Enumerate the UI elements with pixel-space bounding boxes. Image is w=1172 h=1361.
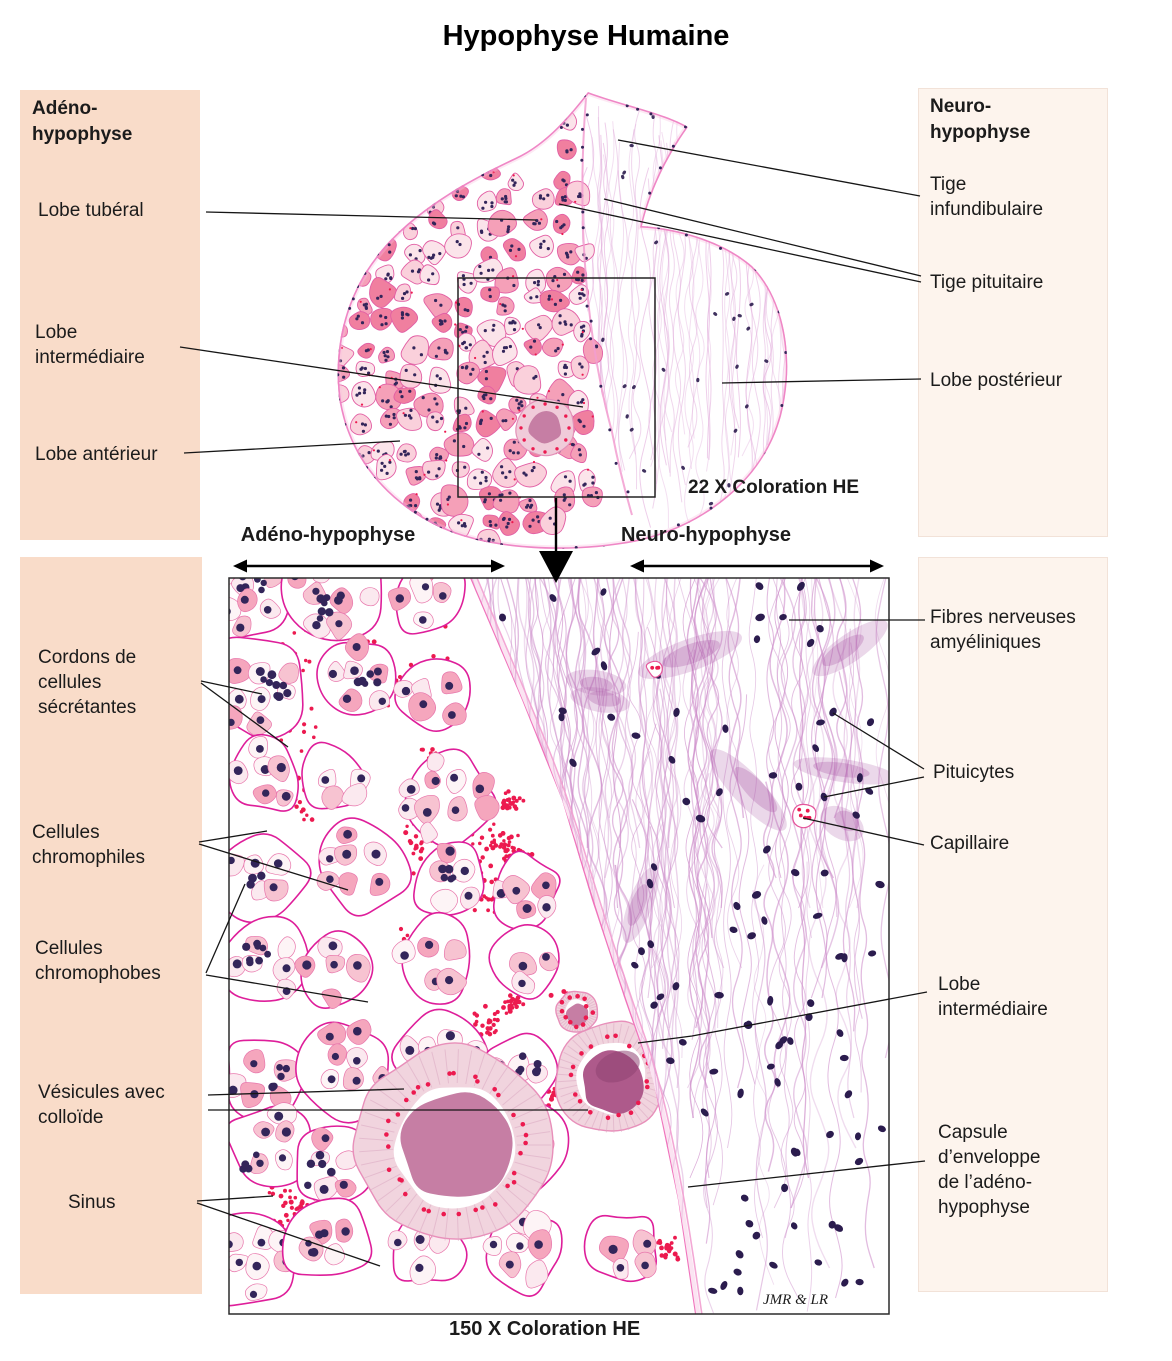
overview-magnification-caption: 22 X Coloration HE bbox=[688, 477, 860, 498]
label-capillaire: Capillaire bbox=[930, 833, 1010, 854]
label-capsule: Capsule d’enveloppe de l’adéno- hypophys… bbox=[938, 1122, 1041, 1218]
neuro-bottom-panel bbox=[918, 557, 1108, 1292]
neuro-top-title: Neuro- hypophyse bbox=[930, 96, 1031, 143]
detail-illustration bbox=[228, 577, 890, 1315]
detail-image-border bbox=[228, 577, 890, 1315]
page-title: Hypophyse Humaine bbox=[442, 20, 730, 52]
zoom-region-box bbox=[457, 277, 656, 498]
adeno-top-panel bbox=[20, 90, 200, 540]
label-lobe-posterieur: Lobe postérieur bbox=[930, 370, 1063, 391]
label-tige-infundibulaire: Tige infundibulaire bbox=[930, 174, 1044, 220]
label-lobe-intermediaire: Lobe intermédiaire bbox=[35, 322, 145, 368]
adeno-bottom-panel bbox=[20, 557, 202, 1294]
authors-signature: JMR & LR bbox=[763, 1292, 828, 1308]
detail-magnification-caption: 150 X Coloration HE bbox=[449, 1318, 641, 1340]
label-cordons: Cordons de cellules sécrétantes bbox=[38, 647, 137, 718]
label-lobe-intermediaire-detail: Lobe intermédiaire bbox=[938, 974, 1048, 1020]
label-tige-pituitaire: Tige pituitaire bbox=[930, 272, 1044, 293]
label-fibres: Fibres nerveuses amyéliniques bbox=[930, 607, 1076, 653]
neuro-span-label: Neuro-hypophyse bbox=[620, 524, 792, 546]
leader-lines bbox=[179, 139, 928, 1267]
neuro-top-panel bbox=[918, 88, 1108, 537]
adeno-span-arrow bbox=[233, 559, 505, 573]
label-chromophiles: Cellules chromophiles bbox=[32, 822, 145, 868]
label-pituicytes: Pituicytes bbox=[933, 762, 1015, 783]
label-vesicules: Vésicules avec colloïde bbox=[38, 1082, 165, 1128]
label-sinus: Sinus bbox=[68, 1192, 116, 1213]
label-lobe-anterieur: Lobe antérieur bbox=[35, 444, 158, 465]
neuro-span-arrow bbox=[630, 559, 884, 573]
label-lobe-tuberal: Lobe tubéral bbox=[38, 200, 144, 221]
adeno-top-title: Adéno- hypophyse bbox=[32, 98, 133, 145]
zoom-down-arrow bbox=[539, 498, 573, 583]
adeno-span-label: Adéno-hypophyse bbox=[240, 524, 416, 546]
label-chromophobes: Cellules chromophobes bbox=[35, 938, 161, 984]
